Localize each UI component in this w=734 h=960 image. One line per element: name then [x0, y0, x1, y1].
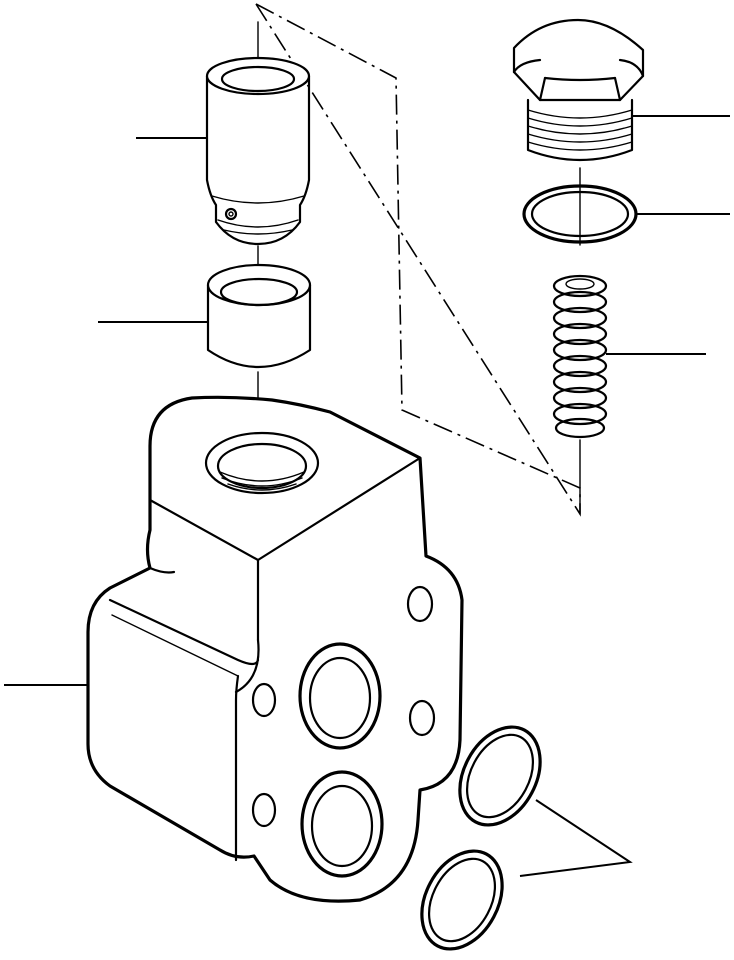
spool-sleeve-icon [205, 56, 311, 246]
leader-port-o-rings [519, 799, 633, 877]
hex-plug-icon [512, 18, 645, 162]
coil-spring-icon [552, 274, 608, 439]
valve-body-icon [86, 395, 464, 903]
seat-ring-icon [206, 263, 312, 368]
port-o-rings-icon [420, 725, 542, 951]
assembly-dashed-boundary [255, 3, 581, 517]
leader-lines [4, 115, 730, 877]
